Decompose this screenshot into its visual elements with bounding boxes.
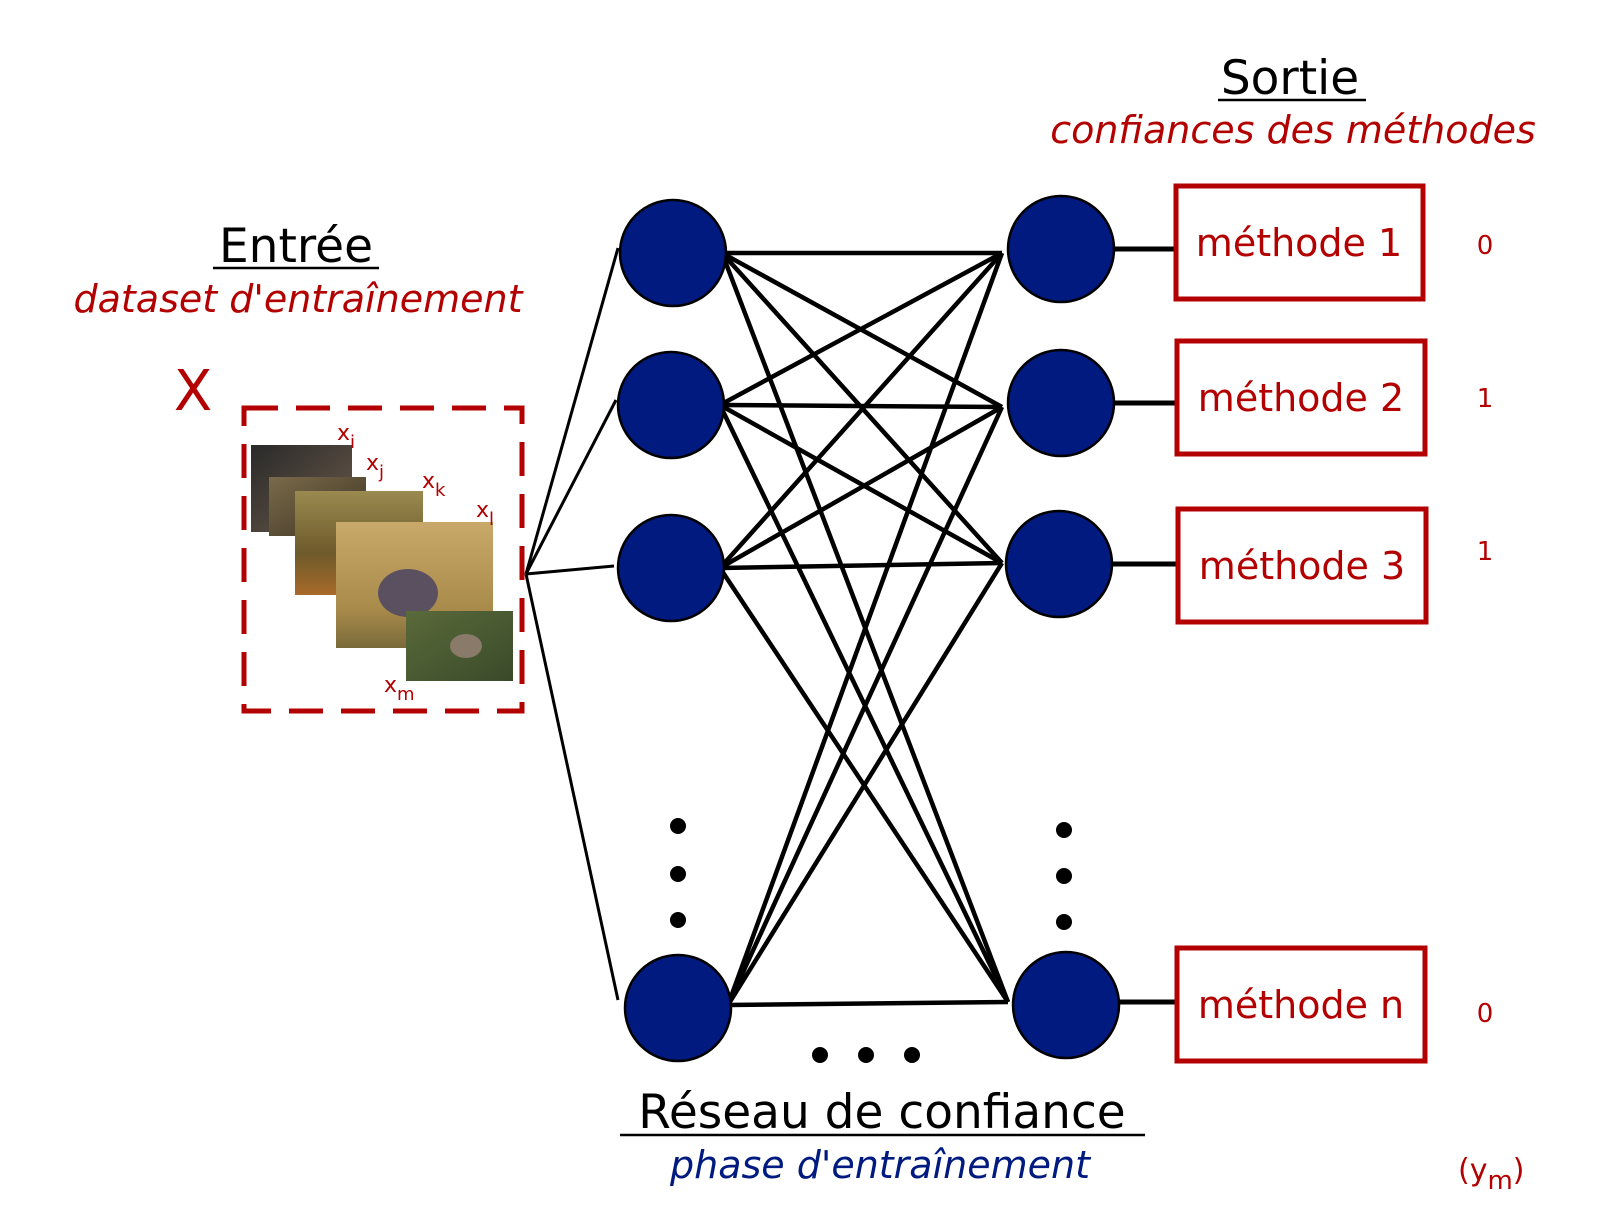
- ellipsis-dot: [858, 1047, 874, 1063]
- right-node-2: [1006, 348, 1116, 458]
- edge-l2-r3: [718, 403, 1004, 565]
- input-edge-3: [525, 564, 615, 576]
- ellipsis-dot: [1056, 868, 1072, 884]
- method-value-2: 1: [1477, 384, 1494, 414]
- edge-l3-r3: [719, 560, 1003, 571]
- output-title: Sortie: [1221, 51, 1359, 106]
- ellipsis-dot: [670, 866, 686, 882]
- method-box-frame: [1174, 338, 1428, 457]
- edge-l3-r1: [718, 251, 1004, 570]
- sample-image-stack: [251, 445, 513, 681]
- sample-label-i: xi: [337, 421, 355, 453]
- method-label: méthode 2: [1198, 376, 1404, 420]
- network-title: Réseau de confiance: [638, 1085, 1125, 1140]
- ellipsis-dot: [670, 818, 686, 834]
- method-box-1: méthode 1: [1173, 183, 1426, 302]
- method-value-1: 0: [1477, 231, 1494, 261]
- edge-l4-r3: [726, 561, 1004, 1007]
- method-value-3: 1: [1477, 537, 1494, 567]
- sample-label-k: xk: [422, 469, 446, 501]
- bottom-ellipsis: [812, 1047, 920, 1063]
- dataset-box: [241, 405, 525, 714]
- output-connectors: [1108, 246, 1178, 1005]
- method-box-n: méthode n: [1174, 945, 1428, 1064]
- edge-l2-r2: [719, 402, 1003, 410]
- method-box-frame: [1175, 506, 1429, 625]
- output-subtitle: confiances des méthodes: [1050, 108, 1536, 152]
- edge-l4-r4: [727, 999, 1009, 1008]
- right-node-n: [1011, 950, 1121, 1060]
- right-layer: [1004, 194, 1121, 1060]
- output-vector-label: (ym): [1458, 1153, 1525, 1196]
- ellipsis-dot: [812, 1047, 828, 1063]
- ellipsis-dot: [1056, 914, 1072, 930]
- input-edge-4: [524, 573, 620, 1001]
- method-box-2: méthode 2: [1174, 338, 1428, 457]
- method-label: méthode 1: [1196, 221, 1402, 265]
- input-title: Entrée: [219, 219, 373, 274]
- method-box-3: méthode 3: [1175, 506, 1429, 625]
- ellipsis-dot: [1056, 822, 1072, 838]
- method-label: méthode 3: [1199, 544, 1405, 588]
- method-value-n: 0: [1477, 999, 1494, 1029]
- input-edge-2: [524, 399, 618, 575]
- left-node-2: [616, 350, 726, 460]
- input-subtitle: dataset d'entraînement: [74, 277, 525, 321]
- edge-l3-r2: [718, 405, 1004, 570]
- network-edges: [717, 250, 1011, 1008]
- left-ellipsis: [670, 818, 686, 928]
- right-ellipsis: [1056, 822, 1072, 930]
- sample-label-l: xl: [476, 498, 494, 530]
- left-node-n: [623, 953, 733, 1063]
- left-node-1: [618, 198, 728, 308]
- edge-l2-r1: [718, 251, 1004, 407]
- method-box-frame: [1173, 183, 1426, 302]
- method-box-frame: [1174, 945, 1428, 1064]
- method-label: méthode n: [1198, 983, 1404, 1027]
- sample-label-j: xj: [366, 451, 384, 483]
- animal-silhouette-small: [450, 634, 482, 658]
- input-edge-1: [524, 247, 620, 575]
- left-layer: [616, 198, 733, 1063]
- right-node-3: [1004, 509, 1114, 619]
- edge-l4-r2: [725, 406, 1005, 1006]
- sample-label-m: xm: [384, 673, 415, 705]
- input-edges: [524, 247, 620, 1001]
- set-label: X: [174, 359, 212, 424]
- animal-silhouette: [378, 569, 438, 617]
- network-subtitle: phase d'entraînement: [669, 1143, 1092, 1187]
- ellipsis-dot: [904, 1047, 920, 1063]
- left-node-3: [616, 513, 726, 623]
- edge-l4-r1: [725, 252, 1005, 1006]
- right-node-1: [1006, 194, 1116, 304]
- ellipsis-dot: [670, 912, 686, 928]
